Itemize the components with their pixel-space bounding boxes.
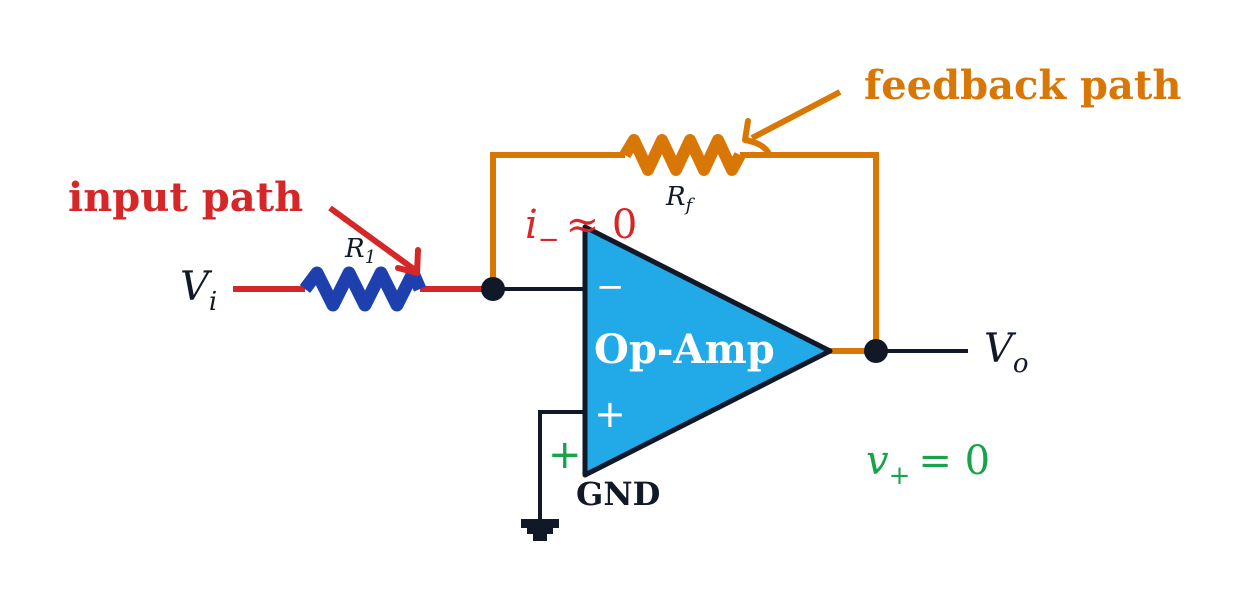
r1-resistor <box>299 266 426 312</box>
plus-node-label: + <box>548 432 582 478</box>
noninverting-ground-wire <box>538 410 585 521</box>
output-node-dot <box>864 339 888 363</box>
input-voltage-label: Vi <box>180 264 217 317</box>
feedback-path-arrow <box>750 89 842 141</box>
inverting-sign: − <box>596 267 625 307</box>
v-plus-label: v+= 0 <box>866 438 990 491</box>
input-path-arrow <box>328 205 417 273</box>
opamp-triangle <box>582 224 833 478</box>
i-minus-label: i−≈ 0 <box>525 202 637 255</box>
feedback-wire <box>490 152 625 289</box>
rf-resistor <box>619 134 746 176</box>
input-path-arrowhead <box>395 247 421 276</box>
r1-label: R1 <box>344 234 376 268</box>
input-path-label: input path <box>68 174 303 221</box>
output-voltage-label: Vo <box>984 326 1029 379</box>
opamp-label: Op-Amp <box>594 326 775 373</box>
ground-symbol-bot <box>533 534 547 541</box>
feedback-wire-right <box>740 152 879 351</box>
feedback-path-label: feedback path <box>864 62 1181 109</box>
noninverting-sign: + <box>594 392 626 436</box>
feedback-path-arrowhead <box>742 118 771 155</box>
inverting-node-dot <box>481 277 505 301</box>
rf-label: Rf <box>665 182 696 216</box>
gnd-label: GND <box>576 475 660 513</box>
ground-symbol-top <box>521 519 559 528</box>
ground-symbol-mid <box>527 528 553 534</box>
